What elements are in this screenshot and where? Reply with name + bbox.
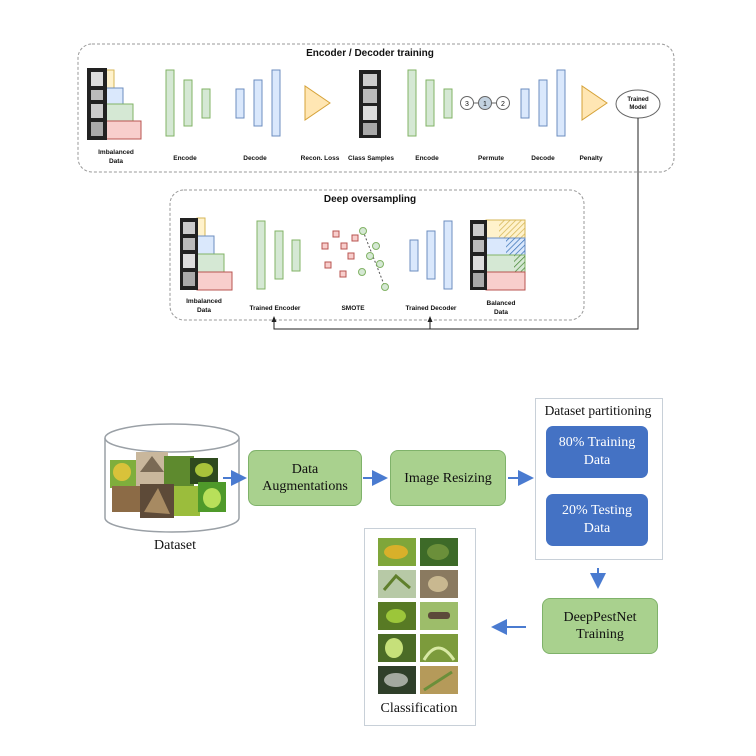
dataset-partitioning-title: Dataset partitioning [544,403,652,418]
class-samples-strip [359,70,381,138]
trained-decoder-blocks [409,220,453,290]
trained-encoder-label: Trained Encoder [249,305,301,312]
permute-node-label-2: 1 [483,101,487,108]
dataset-cylinder [104,423,240,533]
decode-blocks-2 [520,69,566,137]
permute-node-1 [460,96,474,110]
permute-node-2 [478,96,492,110]
dataset-label: Dataset [154,538,196,553]
encdec-title: Encoder / Decoder training [306,48,434,59]
permute-node-label-1: 3 [465,101,469,108]
classification-image-grid [378,538,458,694]
balanced-data-stack [470,219,526,291]
trained-decoder-label: Trained Decoder [405,305,457,312]
penalty-label: Penalty [579,155,603,162]
encode-blocks-1 [165,69,211,137]
trained-model-connector [273,118,639,330]
imbalanced-data-stack-1 [87,68,142,140]
smote-scatter [321,227,389,291]
permute-node-label-3: 2 [501,101,505,108]
encode-label-1: Encode [173,155,197,162]
recon-loss-label: Recon. Loss [300,155,340,162]
top-diagram: 3 1 2 [77,43,675,330]
encdec-section-box [77,43,675,173]
deep-oversampling-title: Deep oversampling [323,194,417,205]
trained-encoder-blocks [256,220,301,290]
encode-label-2: Encode [415,155,439,162]
permute-label: Permute [477,155,504,162]
permute-nodes: 3 1 2 [460,96,510,110]
decode-label-1: Decode [243,155,267,162]
classification-label: Classification [380,701,458,716]
class-samples-label: Class Samples [348,155,394,162]
image-resizing-box: Image Resizing [390,450,506,506]
imbalanced-data-stack-2 [180,217,233,291]
penalty-triangle [581,85,608,121]
smote-label: SMOTE [341,305,365,312]
decode-blocks-1 [235,69,281,137]
recon-loss-triangle [304,85,331,121]
deep-oversampling-box [169,189,585,321]
decode-label-2: Decode [531,155,555,162]
encode-blocks-2 [407,69,453,137]
permute-node-3 [496,96,510,110]
